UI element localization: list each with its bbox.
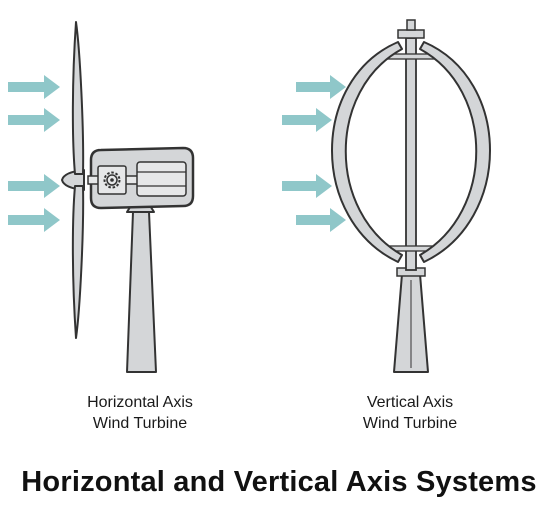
vertical-axis-turbine xyxy=(282,19,491,373)
wind-arrow xyxy=(8,174,60,198)
wind-arrow xyxy=(296,208,346,232)
rotor-blade-lower xyxy=(71,185,85,339)
caption-line: Vertical Axis xyxy=(366,394,454,411)
wind-arrow xyxy=(282,174,332,198)
horizontal-axis-turbine xyxy=(8,21,195,373)
darrieus-blade-right xyxy=(419,41,491,263)
generator xyxy=(136,161,187,197)
wind-arrow xyxy=(8,208,60,232)
wind-arrow xyxy=(8,108,60,132)
wind-arrow xyxy=(296,75,346,99)
caption-line: Wind Turbine xyxy=(92,415,188,432)
diagram-title: Horizontal and Vertical Axis Systems xyxy=(21,466,537,498)
wind-arrows-vertical xyxy=(282,75,346,232)
caption-vertical-turbine: Vertical Axis Wind Turbine xyxy=(310,392,510,434)
tower xyxy=(126,211,157,373)
wind-arrow xyxy=(282,108,332,132)
gear-icon xyxy=(103,171,121,189)
shaft-cap xyxy=(397,29,425,39)
rotor-blade-upper xyxy=(71,21,85,175)
caption-line: Horizontal Axis xyxy=(87,394,193,411)
central-shaft xyxy=(405,37,417,271)
wind-arrow xyxy=(8,75,60,99)
caption-horizontal-turbine: Horizontal Axis Wind Turbine xyxy=(40,392,240,434)
caption-line: Wind Turbine xyxy=(362,415,458,432)
wind-arrows-horizontal xyxy=(8,75,60,232)
darrieus-blade-left xyxy=(331,41,403,263)
